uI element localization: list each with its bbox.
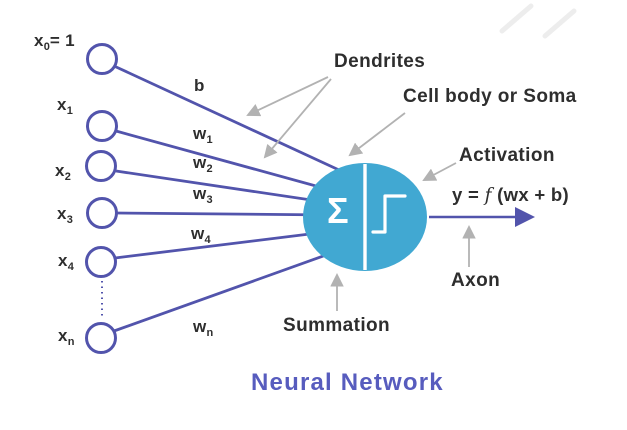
annotation-dendrites: Dendrites (334, 51, 426, 72)
input-x2-subscript: 2 (64, 171, 71, 183)
input-x2-symbol: x (55, 161, 65, 180)
input-x0-value: = 1 (49, 31, 75, 50)
input-node-x2 (85, 150, 117, 182)
input-node-x3 (86, 197, 118, 229)
annotation-arrow-cell-body (348, 112, 406, 157)
weight-label-w3: w3 (193, 184, 213, 206)
diagram-title: Neural Network (251, 369, 444, 396)
weight-w1-subscript: 1 (206, 134, 213, 146)
annotation-activation: Activation (459, 145, 555, 166)
input-xn-symbol: x (58, 326, 68, 345)
output-equation: y = f (wx + b) (452, 184, 569, 206)
weight-label-wn: wn (193, 317, 214, 339)
weight-w4-subscript: 4 (204, 234, 211, 246)
equation-lhs: y = (452, 184, 485, 205)
equation-function-symbol: f (484, 185, 492, 206)
weight-label-b: b (194, 76, 205, 98)
input-x0-subscript: 0 (43, 41, 50, 53)
annotation-arrow-dendrites-2 (263, 78, 332, 159)
weight-connection-line-w4 (114, 229, 335, 260)
activation-step-icon (371, 194, 407, 234)
input-x4-symbol: x (58, 251, 68, 270)
annotation-summation: Summation (283, 315, 391, 336)
weight-w2-symbol: w (193, 153, 207, 172)
weight-connection-line-w3 (115, 211, 335, 217)
weight-w3-symbol: w (193, 184, 207, 203)
watermark-mark (499, 3, 577, 39)
input-label-xn: xn (58, 326, 75, 348)
input-xn-subscript: n (67, 336, 75, 348)
input-label-x3: x3 (57, 204, 73, 226)
annotation-arrow-activation (422, 162, 457, 181)
weight-connections (113, 64, 353, 333)
input-label-x0: x0= 1 (34, 31, 75, 53)
weight-w4-symbol: w (191, 224, 205, 243)
weight-w3-subscript: 3 (206, 194, 213, 206)
weight-connection-line-w1 (115, 129, 346, 196)
input-x3-symbol: x (57, 204, 67, 223)
input-x3-subscript: 3 (66, 214, 73, 226)
input-label-x2: x2 (55, 161, 71, 183)
annotation-cell-body: Cell body or Soma (403, 86, 577, 107)
weight-label-w4: w4 (191, 224, 211, 246)
weight-w1-symbol: w (193, 124, 207, 143)
weight-label-w1: w1 (193, 124, 213, 146)
weight-wn-symbol: w (193, 317, 207, 336)
weight-connection-line-b (113, 64, 353, 178)
input-node-xn (85, 322, 117, 354)
annotation-axon: Axon (451, 270, 501, 291)
weight-b-symbol: b (194, 76, 205, 95)
annotation-arrow-dendrites-1 (246, 76, 329, 117)
input-x1-subscript: 1 (66, 105, 73, 117)
weight-label-w2: w2 (193, 153, 213, 175)
weight-connection-line-w2 (115, 169, 339, 206)
weight-wn-subscript: n (206, 327, 214, 339)
input-node-x0 (86, 43, 118, 75)
weight-connection-line-wn (113, 248, 341, 333)
input-label-x1: x1 (57, 95, 73, 117)
input-x1-symbol: x (57, 95, 67, 114)
equation-rhs: (wx + b) (491, 184, 569, 205)
summation-symbol: Σ (327, 190, 349, 231)
weight-w2-subscript: 2 (206, 163, 213, 175)
input-node-x4 (85, 246, 117, 278)
input-x0-symbol: x (34, 31, 44, 50)
input-node-x1 (86, 110, 118, 142)
input-x4-subscript: 4 (67, 261, 74, 273)
input-label-x4: x4 (58, 251, 74, 273)
